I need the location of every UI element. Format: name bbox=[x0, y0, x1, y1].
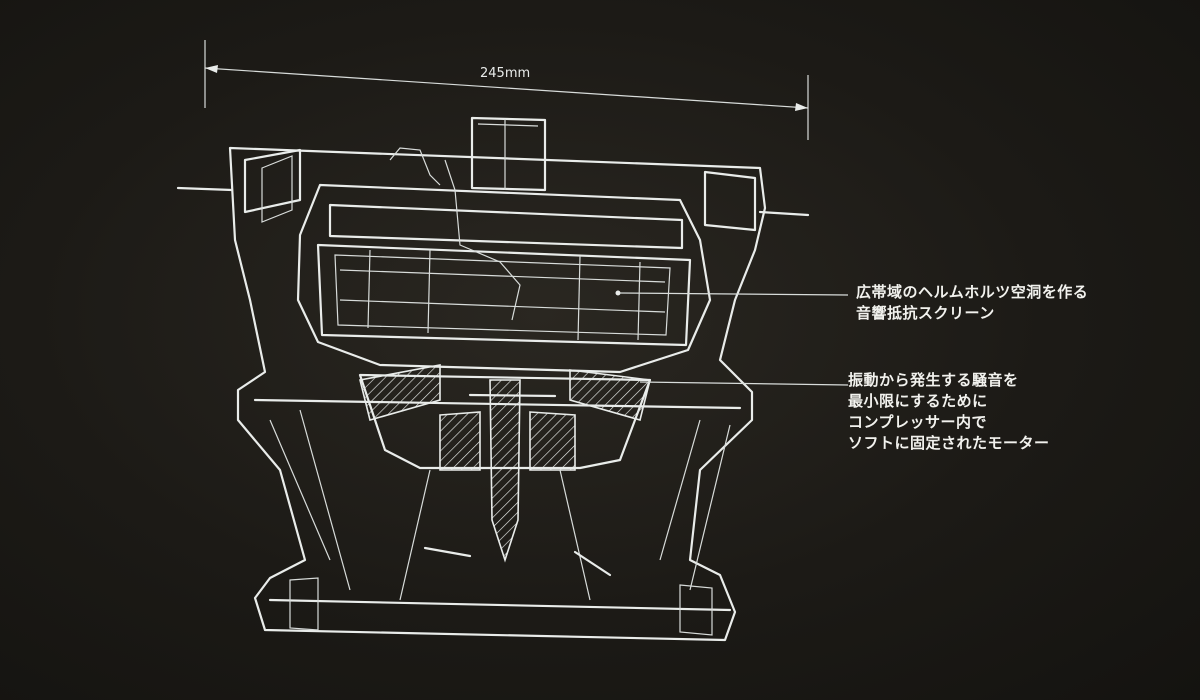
callout-leader-motor bbox=[639, 381, 849, 386]
callout-leader-screen bbox=[619, 292, 849, 296]
diffuser-vanes bbox=[253, 398, 742, 636]
motor-mount bbox=[358, 364, 652, 563]
outer-housing bbox=[176, 146, 810, 642]
inlet-tube bbox=[470, 116, 547, 192]
dimension-line bbox=[204, 40, 809, 140]
callout-acoustic-screen: 広帯域のヘルムホルツ空洞を作る 音響抵抗スクリーン bbox=[856, 283, 1089, 322]
dimension-label: 245mm bbox=[480, 66, 531, 81]
callout-soft-mounted-motor: 振動から発生する騒音を 最小限にするために コンプレッサー内で ソフトに固定され… bbox=[848, 371, 1050, 452]
motor-chamber bbox=[296, 147, 712, 374]
